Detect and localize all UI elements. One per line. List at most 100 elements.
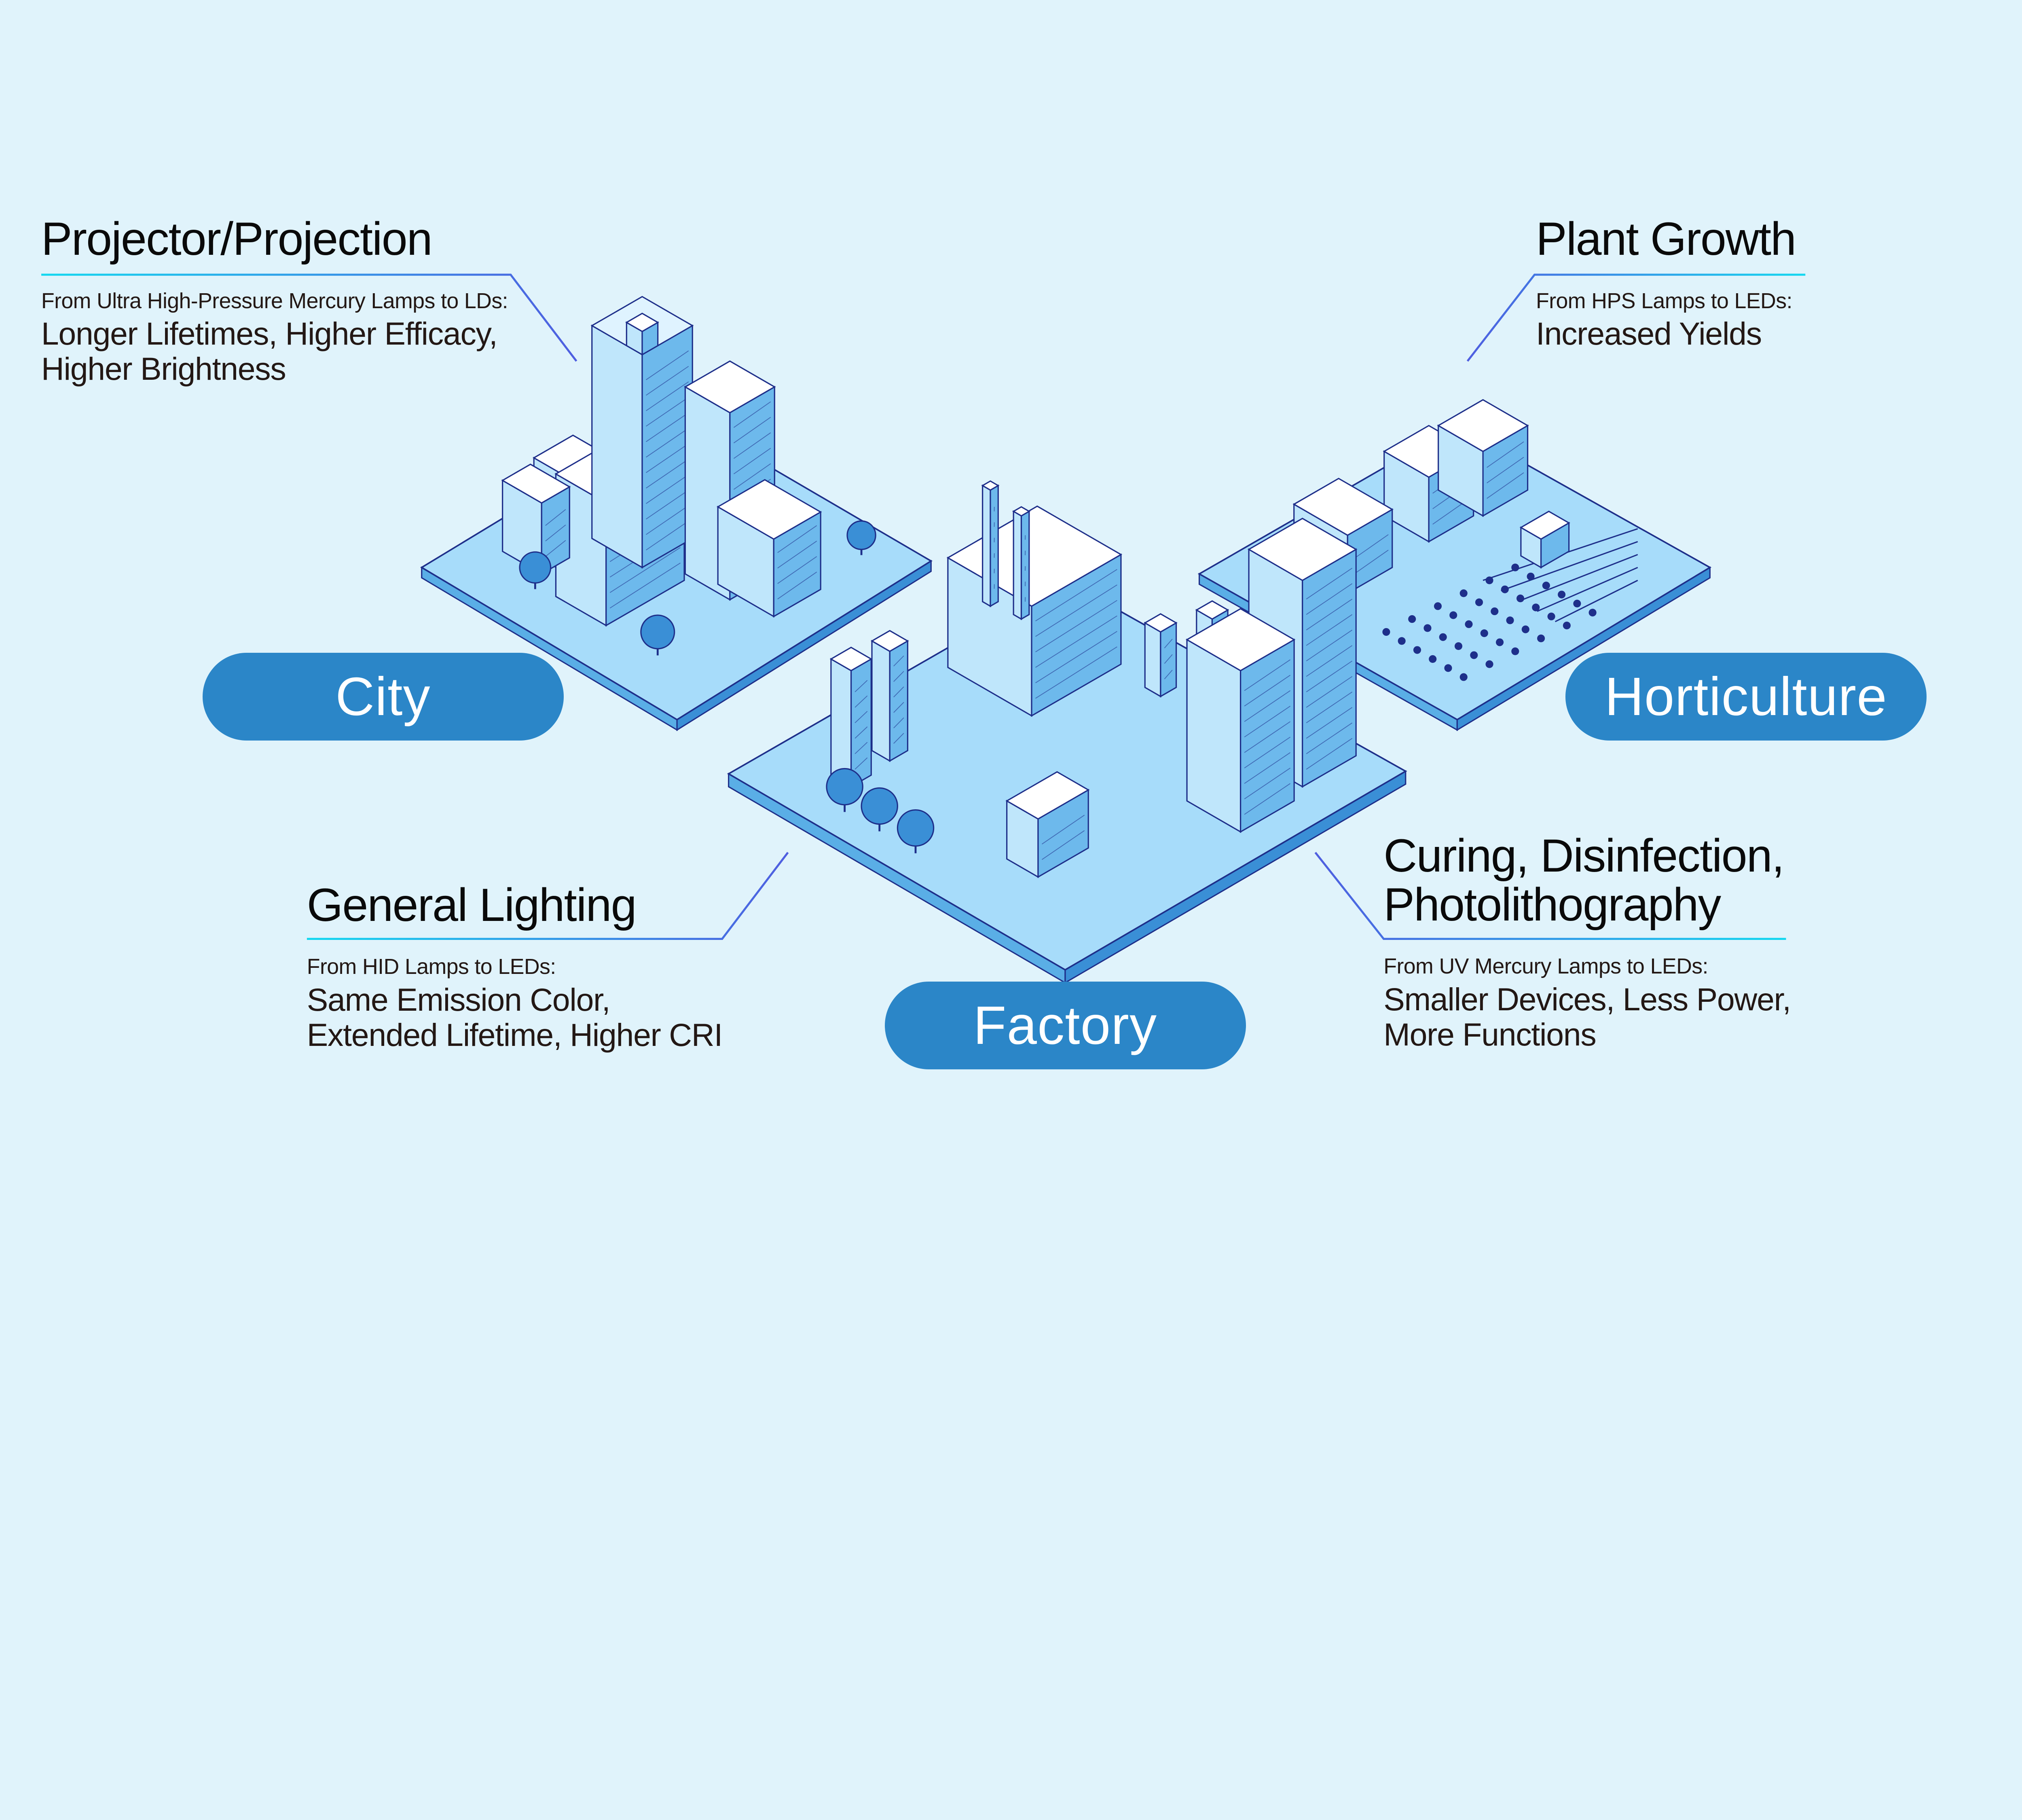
crop-dot: [1439, 633, 1447, 641]
crop-dot: [1382, 628, 1390, 636]
chimney-icon: [981, 480, 1000, 491]
tank-icon: [1195, 600, 1229, 620]
callout-title: Curing, Disinfection,: [1383, 830, 1785, 882]
factory-tower-window-row: [1306, 738, 1353, 770]
field-row: [1537, 567, 1638, 612]
tank-icon-window-row: [1164, 669, 1173, 679]
factory-tower-window-row: [1306, 583, 1353, 615]
city-skyscraper-window-row: [646, 443, 689, 473]
factory-office-window-row: [1244, 675, 1291, 707]
crop-dot: [1423, 624, 1432, 632]
crop-dot: [1506, 616, 1514, 624]
silo-icon-window-row: [893, 717, 904, 728]
callout-line: Higher Brightness: [41, 351, 286, 387]
factory-tower-window-row: [1306, 660, 1353, 692]
factory-tower-window-row: [1306, 707, 1353, 739]
horticulture-platform-top: [1197, 425, 1712, 721]
tree-icon: [519, 551, 552, 584]
silo-icon-window-row: [854, 742, 868, 754]
silo-icon-window-row: [893, 671, 904, 682]
callout-subtitle: From UV Mercury Lamps to LEDs:: [1383, 954, 1708, 979]
city-office-block-window-row: [609, 547, 681, 593]
callout-subtitle: From Ultra High-Pressure Mercury Lamps t…: [41, 288, 508, 313]
factory-office-window-row: [1244, 736, 1291, 768]
crop-dot: [1558, 590, 1566, 599]
factory-tower-window-row: [1306, 676, 1353, 708]
city-skyscraper-window-row: [646, 474, 689, 504]
factory-office-window-row: [1244, 768, 1291, 800]
crop-dot: [1398, 637, 1406, 645]
factory-main-building-window-row: [1035, 600, 1117, 652]
silo-icon: [850, 658, 872, 788]
factory-office-window-row: [1244, 721, 1291, 753]
crop-dot: [1485, 660, 1493, 668]
tree-icon: [846, 520, 876, 550]
crop-dot: [1465, 620, 1473, 628]
silo-icon-window-row: [854, 711, 868, 724]
isometric-illustration: [41, 273, 1806, 984]
factory-office: [1185, 608, 1296, 672]
crop-dot: [1491, 607, 1499, 616]
callout-subtitle: From HPS Lamps to LEDs:: [1536, 288, 1792, 313]
crop-dot: [1413, 646, 1421, 654]
city-skyscraper-window-row: [646, 350, 689, 380]
city-small-building-window-row: [545, 525, 566, 542]
factory-office: [1186, 638, 1242, 833]
leader-line-curing: [1314, 852, 1786, 940]
city-house: [717, 479, 822, 540]
callout-line: Extended Lifetime, Higher CRI: [307, 1017, 723, 1053]
factory-tower-window-row: [1306, 629, 1353, 662]
crop-dot: [1521, 625, 1529, 633]
factory-main-building-window-row: [1035, 631, 1117, 684]
factory-tower-window-row: [1306, 722, 1353, 754]
tank-icon: [1160, 622, 1177, 698]
crop-dot: [1527, 572, 1535, 580]
factory-office-window-row: [1244, 690, 1291, 722]
city-house-window-row: [777, 540, 817, 569]
crop-dot: [1547, 612, 1555, 620]
crop-dot: [1434, 602, 1442, 610]
city-skyscraper-window-row: [646, 505, 689, 535]
crop-dot: [1537, 634, 1545, 643]
city-office-block-window-row: [609, 563, 681, 609]
chimney-icon: [982, 484, 991, 607]
factory-tower-window-row: [1306, 614, 1353, 646]
field-row: [1501, 541, 1638, 591]
city-small-building-window-row: [545, 540, 566, 557]
city-skyscraper-window-row: [646, 521, 689, 550]
crop-dot: [1588, 609, 1597, 617]
tree-icon: [897, 809, 935, 847]
silo-icon: [830, 658, 852, 788]
factory-office-window-row: [1244, 752, 1291, 784]
callout-general-lighting: General Lighting From HID Lamps to LEDs:…: [307, 879, 723, 1053]
greenhouse-window-row: [1487, 457, 1524, 483]
factory-office-window-row: [1244, 783, 1291, 815]
farmhouse-window-row: [1351, 550, 1389, 576]
city-skyscraper-window-row: [646, 459, 689, 489]
callout-title: General Lighting: [307, 879, 637, 931]
horticulture-label-pill: Horticulture: [1565, 652, 1927, 741]
factory-tower-window-row: [1306, 567, 1353, 599]
city-small-building: [501, 463, 571, 504]
callout-line: Longer Lifetimes, Higher Efficacy,: [41, 316, 498, 352]
callout-subtitle: From HID Lamps to LEDs:: [307, 954, 556, 979]
city-house-window-row: [777, 571, 817, 599]
city-tower-window-row: [733, 448, 771, 474]
tree-icon: [861, 787, 898, 825]
silo-icon: [829, 646, 873, 672]
field-row: [1555, 580, 1638, 622]
silo-icon-window-row: [854, 726, 868, 739]
silo-icon: [871, 640, 890, 762]
silo-icon-window-row: [893, 733, 904, 744]
city-small-building-window-row: [545, 509, 566, 526]
tree-icon: [826, 768, 863, 806]
city-skyscraper-crown: [625, 313, 659, 332]
truck-icon: [1005, 771, 1090, 820]
city-skyscraper-window-row: [646, 427, 689, 458]
city-house-window-row: [777, 556, 817, 584]
factory-tower-window-row: [1306, 599, 1353, 631]
callout-title: Photolithography: [1383, 879, 1721, 931]
factory-tower: [1247, 518, 1358, 581]
greenhouse-window-row: [1487, 472, 1524, 499]
crop-dot: [1459, 673, 1468, 681]
